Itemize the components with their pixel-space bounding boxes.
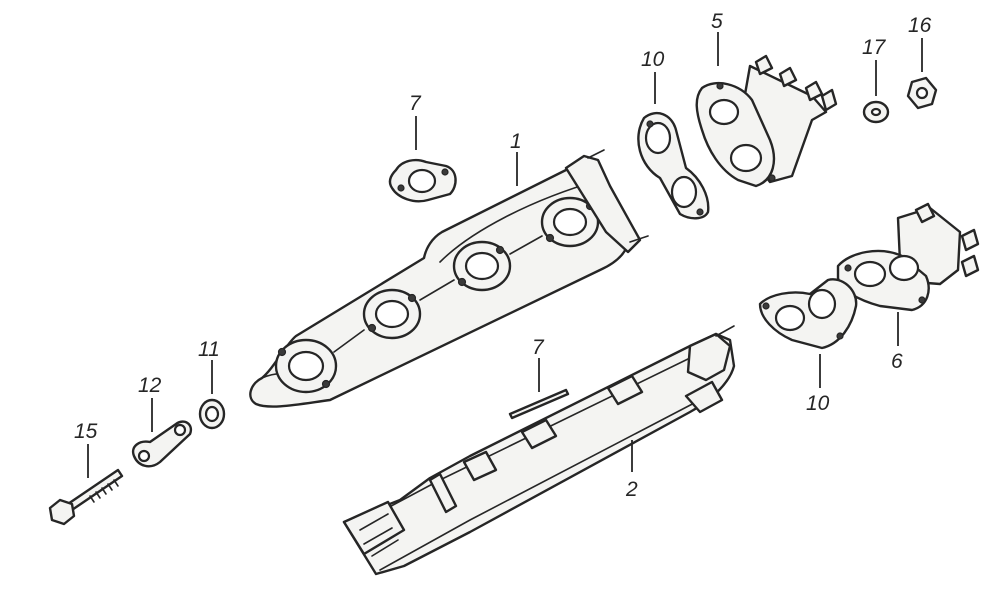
callout-10a: 10: [641, 48, 665, 71]
part-7-strip-lower: [508, 388, 570, 420]
part-2-exhaust-manifold: [342, 325, 736, 576]
callout-15: 15: [74, 420, 98, 443]
callout-1: 1: [510, 130, 522, 153]
part-10-gasket-lower: [758, 278, 858, 350]
part-7-gasket-upper: [388, 158, 457, 203]
part-10-gasket-upper: [637, 111, 710, 220]
callout-6: 6: [891, 350, 903, 373]
callout-16: 16: [908, 14, 932, 37]
manifold-port-1: [274, 338, 338, 394]
part-5-outlet-flange: [695, 54, 838, 188]
part-17-washer: [862, 100, 890, 124]
part-6-outlet-flange: [836, 202, 980, 312]
leader-lines: [87, 32, 923, 478]
callout-12: 12: [138, 374, 162, 397]
part-1-exhaust-manifold: [249, 149, 649, 408]
manifold-port-3: [452, 240, 512, 292]
callout-labels: 1 2 5 6 7 7 10 10 11 12 15 16 17: [74, 10, 932, 501]
part-16-nut: [906, 76, 938, 110]
callout-7a: 7: [409, 92, 422, 115]
manifold-port-2: [362, 288, 422, 340]
callout-17: 17: [862, 36, 887, 59]
part-11-spacer: [198, 398, 226, 430]
callout-7b: 7: [532, 336, 545, 359]
callout-11: 11: [198, 338, 220, 361]
callout-2: 2: [625, 478, 638, 501]
part-15-bolt: [48, 468, 124, 526]
callout-5: 5: [711, 10, 723, 33]
part-12-plate: [131, 420, 193, 468]
callout-10b: 10: [806, 392, 830, 415]
